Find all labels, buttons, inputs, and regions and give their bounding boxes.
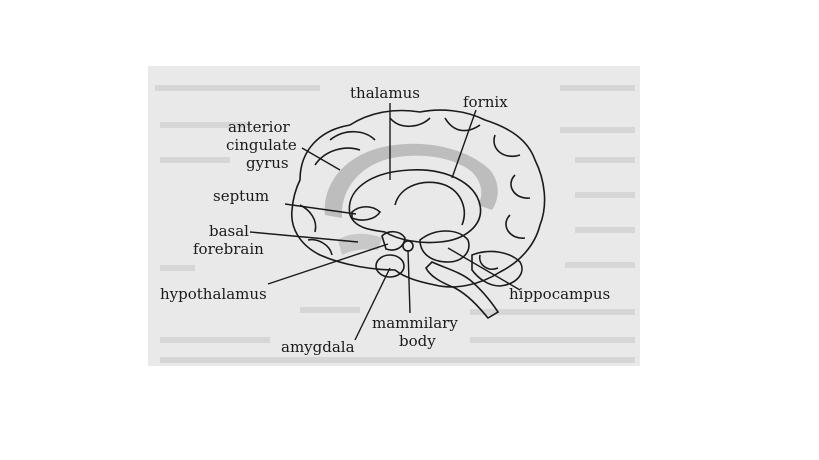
label-anterior-cingulate-gyrus-line2: cingulate bbox=[226, 136, 297, 154]
label-anterior-cingulate-gyrus-line1: anterior bbox=[228, 118, 291, 136]
label-thalamus: thalamus bbox=[350, 84, 420, 102]
label-basal-forebrain-line2: forebrain bbox=[193, 240, 264, 258]
amygdala-region bbox=[375, 254, 405, 278]
hippocampus-region bbox=[419, 230, 470, 263]
label-mammillary-body-line2: body bbox=[399, 332, 436, 350]
label-fornix: fornix bbox=[463, 93, 508, 111]
label-septum: septum bbox=[213, 187, 269, 205]
label-anterior-cingulate-gyrus-line3: gyrus bbox=[246, 154, 289, 172]
basal-forebrain-region bbox=[338, 233, 382, 255]
leader-mammillary-body bbox=[407, 249, 411, 314]
hypothalamus-region bbox=[381, 230, 406, 251]
label-hypothalamus: hypothalamus bbox=[160, 285, 267, 303]
brain-outline bbox=[291, 109, 546, 288]
leader-fornix bbox=[451, 109, 477, 179]
label-leader-lines bbox=[249, 103, 521, 341]
label-hippocampus: hippocampus bbox=[509, 285, 610, 303]
leader-hippocampus bbox=[447, 247, 521, 291]
leader-cingulate bbox=[301, 147, 341, 171]
cerebellum bbox=[471, 250, 523, 287]
faint-background-text bbox=[155, 85, 635, 363]
label-mammillary-body-line1: mammilary bbox=[372, 314, 458, 332]
brainstem bbox=[425, 261, 500, 320]
leader-hypothalamus bbox=[267, 243, 389, 285]
scanned-page-background bbox=[148, 66, 640, 366]
label-amygdala: amygdala bbox=[281, 338, 355, 356]
leader-basal-forebrain bbox=[249, 231, 359, 243]
fornix-region bbox=[394, 181, 466, 226]
leader-amygdala bbox=[354, 267, 391, 341]
leader-septum bbox=[284, 203, 357, 215]
label-basal-forebrain-line1: basal bbox=[209, 222, 249, 240]
septum-region bbox=[351, 205, 382, 221]
cingulate-gyrus-region bbox=[324, 143, 498, 218]
